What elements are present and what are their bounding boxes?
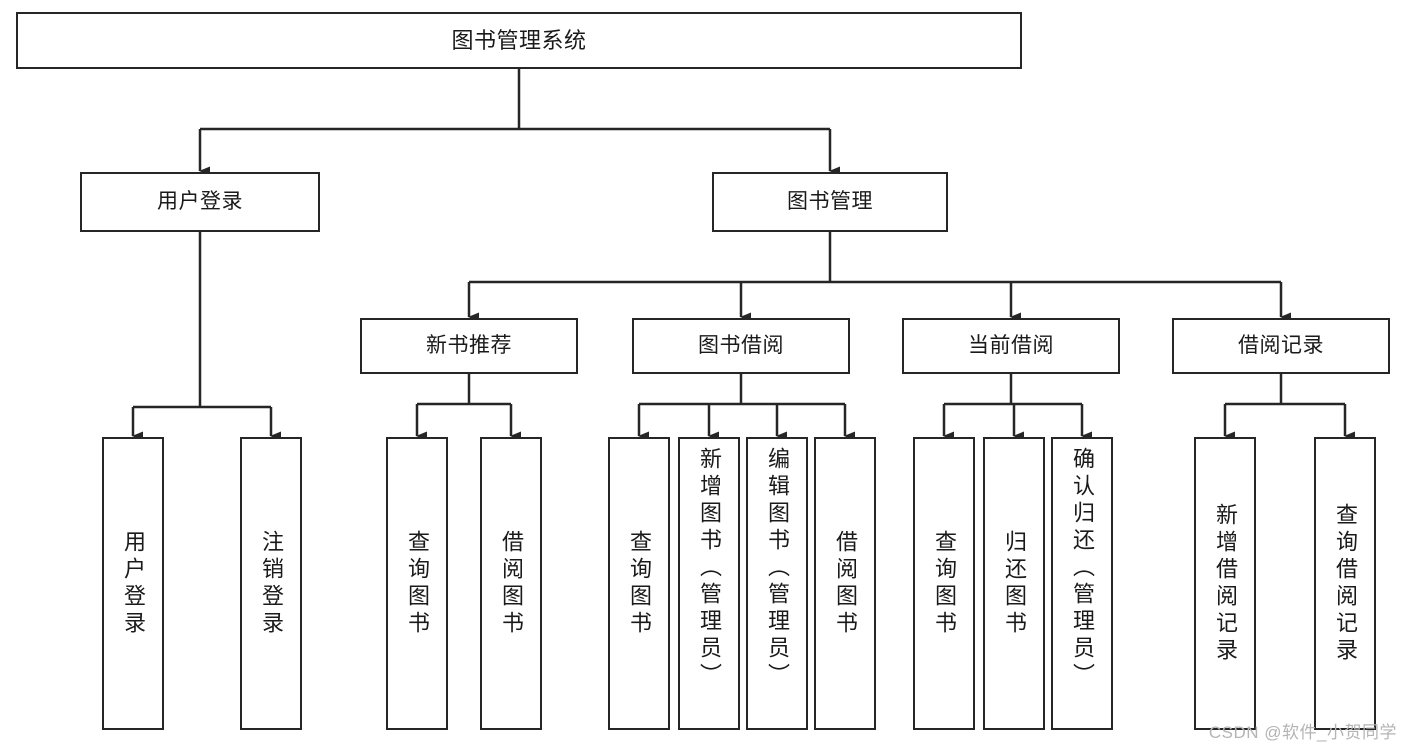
leaf-edit-book-admin[interactable]: 编辑图书（管理员） [746,437,808,730]
node-book-manage[interactable]: 图书管理 [712,172,948,232]
node-label: 用户登录 [121,529,146,638]
leaf-confirm-return-admin[interactable]: 确认归还（管理员） [1051,437,1113,730]
node-label: 借阅图书 [833,529,858,638]
node-label: 图书管理 [787,189,873,213]
leaf-user-login[interactable]: 用户登录 [102,437,164,730]
node-book-borrow[interactable]: 图书借阅 [632,318,850,374]
leaf-query-book-1[interactable]: 查询图书 [386,437,448,730]
node-label: 图书管理系统 [451,27,587,53]
node-borrow-record[interactable]: 借阅记录 [1172,318,1390,374]
node-label: 新增借阅记录 [1213,502,1238,665]
node-label: 新书推荐 [426,333,512,357]
leaf-add-borrow-record[interactable]: 新增借阅记录 [1194,437,1256,730]
node-label: 查询图书 [627,529,652,638]
node-label: 查询图书 [932,529,957,638]
node-label: 新增图书（管理员） [697,447,722,690]
node-label: 编辑图书（管理员） [765,447,790,690]
csdn-watermark: CSDN @软件_小贺同学 [1208,723,1397,742]
node-label: 用户登录 [157,189,243,213]
leaf-logout-login[interactable]: 注销登录 [240,437,302,730]
node-label: 查询图书 [405,529,430,638]
node-root-book-management-system[interactable]: 图书管理系统 [16,12,1022,69]
leaf-add-book-admin[interactable]: 新增图书（管理员） [678,437,740,730]
node-current-borrow[interactable]: 当前借阅 [902,318,1120,374]
leaf-query-book-3[interactable]: 查询图书 [913,437,975,730]
node-user-login[interactable]: 用户登录 [80,172,320,232]
leaf-borrow-book-2[interactable]: 借阅图书 [814,437,876,730]
edges-group [131,69,1355,441]
node-label: 注销登录 [259,529,284,638]
leaf-query-book-2[interactable]: 查询图书 [608,437,670,730]
node-new-book-recommend[interactable]: 新书推荐 [360,318,578,374]
node-label: 借阅记录 [1238,333,1324,357]
node-label: 图书借阅 [698,333,784,357]
node-label: 借阅图书 [499,529,524,638]
leaf-borrow-book-1[interactable]: 借阅图书 [480,437,542,730]
node-label: 查询借阅记录 [1333,502,1358,665]
node-label: 当前借阅 [968,333,1054,357]
leaf-return-book[interactable]: 归还图书 [983,437,1045,730]
node-label: 确认归还（管理员） [1070,447,1095,690]
leaf-query-borrow-record[interactable]: 查询借阅记录 [1314,437,1376,730]
node-label: 归还图书 [1002,529,1027,638]
